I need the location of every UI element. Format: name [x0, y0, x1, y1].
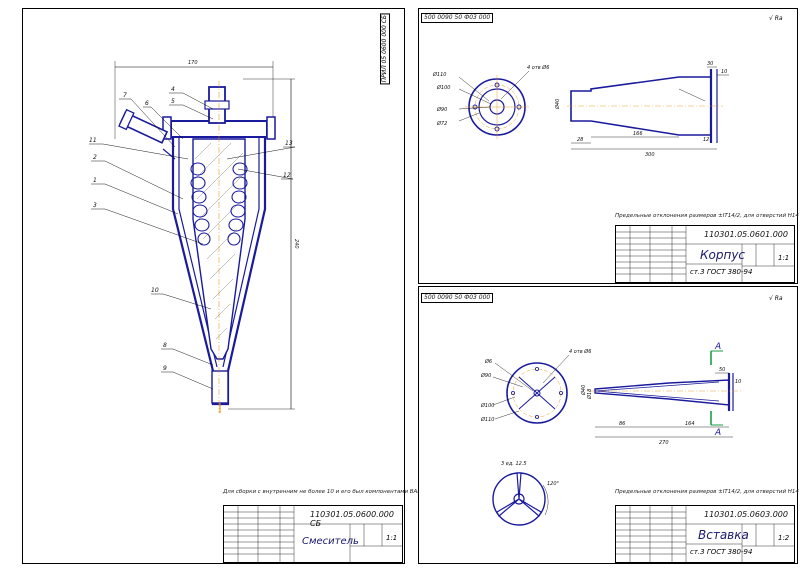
- dim-dia-a: Ø40: [580, 385, 587, 396]
- dim-len-total: 300: [645, 152, 655, 158]
- title-block: 110301.05.0600.000 СБ Смеситель 1:1: [223, 505, 403, 563]
- dim-len-c: 30: [707, 61, 713, 67]
- dim-holes: 4 отв Ø6: [527, 64, 549, 71]
- dim-len-b: 12: [703, 137, 709, 143]
- callout-11: 11: [89, 137, 97, 144]
- stamp-standard: ст.3 ГОСТ 380-94: [690, 268, 753, 276]
- body-part-drawing: Ø110 Ø100 Ø90 Ø72 4 отв Ø6 300 166 28 12…: [432, 61, 729, 158]
- callout-4: 4: [171, 86, 175, 93]
- dim-len-b: 50: [719, 367, 725, 373]
- callout-6: 6: [145, 100, 149, 107]
- stamp-sheet: 1:1: [778, 254, 790, 262]
- callout-10: 10: [151, 287, 159, 294]
- dim-d2: Ø90: [480, 372, 491, 379]
- roughness-mark: √ Ra: [769, 295, 783, 302]
- stamp-title: Корпус: [700, 248, 746, 262]
- title-block: 110301.05.0603.000 Вставка ст.3 ГОСТ 380…: [615, 505, 795, 563]
- title-block: 110301.05.0601.000 Корпус ст.3 ГОСТ 380-…: [615, 225, 795, 283]
- dim-len-mid: 164: [685, 421, 695, 427]
- callout-2: 2: [93, 154, 97, 161]
- body-note: Предельные отклонения размеров ±IT14/2, …: [615, 213, 799, 219]
- insert-note: Предельные отклонения размеров ±IT14/2, …: [615, 489, 799, 495]
- stamp-sheet: 1:2: [778, 534, 790, 542]
- dim-dia-b: Ø18: [586, 389, 593, 400]
- stamp-sheet: 1:1: [386, 534, 398, 542]
- dim-d1: Ø6: [484, 358, 492, 365]
- callout-12: 12: [283, 172, 291, 179]
- callout-9: 9: [163, 365, 167, 372]
- callout-5: 5: [171, 98, 175, 105]
- section-label-top: A: [714, 342, 721, 352]
- section-label-bottom: A: [714, 428, 721, 438]
- dim-len-mid: 166: [633, 131, 643, 137]
- dim-dia-end: Ø40: [554, 99, 561, 110]
- dim-d3: Ø100: [480, 402, 494, 409]
- assembly-drawing: 170 240: [89, 60, 299, 413]
- dim-len-a: 86: [619, 421, 625, 427]
- dim-len-total: 270: [659, 440, 669, 446]
- stamp-title: Смеситель: [302, 536, 359, 547]
- insert-part-sheet: 500 0090 50 Ф03 000 √ Ra Ø6 Ø90 Ø100 Ø11…: [418, 286, 799, 564]
- callout-3: 3: [93, 202, 97, 209]
- body-part-sheet: 500 0090 50 Ф03 000 √ Ra Ø110 Ø100 Ø90 Ø…: [418, 8, 799, 284]
- stamp-code: 110301.05.0601.000: [704, 230, 788, 239]
- roughness-mark: √ Ra: [769, 15, 783, 22]
- dim-d4: Ø100: [436, 84, 450, 91]
- stamp-standard: ст.3 ГОСТ 380-94: [690, 548, 753, 556]
- callout-13: 13: [285, 140, 293, 147]
- dim-d1: Ø72: [436, 120, 447, 127]
- dim-holes: 4 отв Ø6: [569, 348, 591, 355]
- dim-d5: Ø110: [432, 71, 446, 78]
- sheet-side-code: 500 0090 50 Ф03 000: [421, 293, 494, 303]
- dim-d4: Ø110: [480, 416, 494, 423]
- dim-rib: 3 ед. 12.5: [501, 461, 527, 467]
- dim-height: 240: [293, 239, 299, 249]
- insert-part-drawing: Ø6 Ø90 Ø100 Ø110 4 отв Ø6 A A 270 86 164…: [480, 342, 741, 526]
- dim-len-a: 28: [577, 137, 583, 143]
- stamp-code: 110301.05.0600.000 СБ: [310, 510, 394, 528]
- callout-1: 1: [93, 177, 97, 184]
- dim-len-d: 10: [721, 69, 727, 75]
- dim-width: 170: [188, 60, 198, 66]
- callout-7: 7: [123, 92, 127, 99]
- assembly-note: Для сборки с внутренним не более 10 и ег…: [223, 489, 424, 495]
- stamp-title: Вставка: [698, 528, 749, 542]
- sheet-side-code: 500 0090 50 Ф03 000: [421, 13, 494, 23]
- assembly-drawing-sheet: ПРИЛ 05 0600 000 СБ 170 240: [22, 8, 424, 564]
- dim-angle: 120°: [547, 481, 560, 487]
- dim-len-c: 10: [735, 379, 741, 385]
- callout-8: 8: [163, 342, 167, 349]
- stamp-code: 110301.05.0603.000: [704, 510, 788, 519]
- dim-d3: Ø90: [436, 106, 447, 113]
